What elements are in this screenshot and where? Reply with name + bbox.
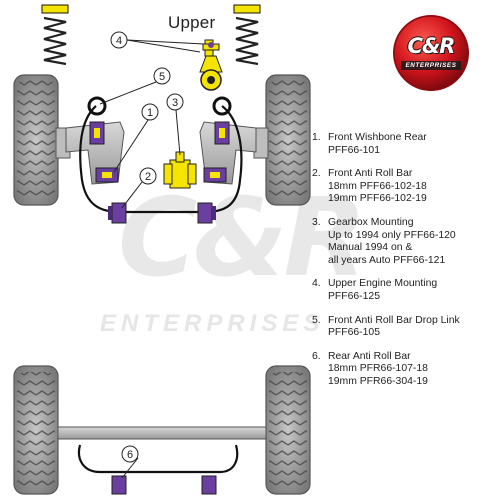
legend-line: 18mm PFR66-107-18 bbox=[328, 363, 428, 375]
legend-line: Front Anti Roll Bar Drop Link bbox=[328, 314, 460, 326]
legend-item: 3. Gearbox Mounting Up to 1994 only PFF6… bbox=[312, 217, 498, 267]
wishbone-bush-left bbox=[89, 121, 119, 183]
legend-line: Front Anti Roll Bar bbox=[328, 168, 413, 180]
legend-line: PFF66-105 bbox=[328, 327, 380, 339]
legend-item: 1. Front Wishbone Rear PFF66-101 bbox=[312, 132, 498, 157]
legend-item: 6. Rear Anti Roll Bar 18mm PFR66-107-18 … bbox=[312, 351, 498, 389]
spring-left bbox=[41, 4, 69, 66]
legend-line: Front Wishbone Rear bbox=[328, 132, 427, 143]
legend-line: Manual 1994 on & bbox=[328, 242, 413, 254]
svg-text:3: 3 bbox=[172, 97, 178, 109]
callout-4: 4 bbox=[110, 31, 205, 53]
legend-number: 3. bbox=[312, 216, 321, 228]
legend-line: Up to 1994 only PFF66-120 bbox=[328, 229, 456, 241]
legend-line: all years Auto PFF66-121 bbox=[328, 254, 446, 266]
brand-logo-roundel bbox=[393, 15, 469, 91]
legend-item: 2. Front Anti Roll Bar 18mm PFF66-102-18… bbox=[312, 168, 498, 206]
gearbox-mount bbox=[163, 151, 197, 189]
svg-text:4: 4 bbox=[116, 35, 122, 47]
legend-number: 1. bbox=[312, 132, 321, 143]
spring-right bbox=[233, 4, 261, 66]
callout-2: 2 bbox=[121, 167, 157, 209]
upper-section-label: Upper bbox=[168, 13, 216, 32]
watermark-text: ENTERPRISES bbox=[100, 310, 325, 337]
legend-number: 4. bbox=[312, 278, 321, 290]
front-tyre-right bbox=[265, 74, 311, 206]
rear-anti-roll-bar bbox=[77, 444, 239, 474]
callout-1: 1 bbox=[113, 103, 159, 173]
svg-text:5: 5 bbox=[159, 71, 165, 83]
front-anti-roll-bar bbox=[79, 105, 243, 214]
legend-line: 19mm PFR66-304-19 bbox=[328, 375, 428, 387]
callout-5: 5 bbox=[99, 67, 171, 105]
legend-number: 6. bbox=[312, 350, 321, 362]
legend-line: Upper Engine Mounting bbox=[328, 278, 438, 290]
legend-line: 18mm PFF66-102-18 bbox=[328, 180, 427, 192]
watermark-logo: C&R bbox=[118, 176, 367, 301]
rear-arb-bush-left bbox=[111, 475, 127, 495]
legend-line: 19mm PFF66-102-19 bbox=[328, 193, 427, 205]
legend-item: 4. Upper Engine Mounting PFF66-125 bbox=[312, 278, 498, 303]
rear-tyre-right bbox=[265, 365, 311, 495]
wishbone-bush-right bbox=[203, 121, 230, 183]
parts-legend: 1. Front Wishbone Rear PFF66-101 2. Fron… bbox=[312, 132, 498, 400]
legend-line: PFF66-101 bbox=[328, 144, 380, 156]
legend-item: 5. Front Anti Roll Bar Drop Link PFF66-1… bbox=[312, 315, 498, 340]
svg-text:2: 2 bbox=[145, 171, 151, 183]
legend-number: 5. bbox=[312, 314, 321, 326]
legend-number: 2. bbox=[312, 168, 321, 180]
brand-logo-subtitle: ENTERPRISES bbox=[405, 62, 457, 69]
svg-text:1: 1 bbox=[147, 107, 153, 119]
brand-logo: C&R ENTERPRISES bbox=[393, 15, 469, 91]
front-tyre-left bbox=[13, 74, 59, 206]
brand-logo-text: C&R bbox=[407, 34, 456, 58]
callout-6: 6 bbox=[121, 445, 139, 479]
svg-text:6: 6 bbox=[127, 449, 133, 461]
legend-line: Gearbox Mounting bbox=[328, 216, 414, 228]
front-arb-bush-right bbox=[197, 202, 216, 224]
rear-arb-bush-right bbox=[201, 475, 217, 495]
rear-axle bbox=[57, 426, 267, 440]
rear-tyre-left bbox=[13, 365, 59, 495]
upper-engine-mount bbox=[199, 39, 223, 91]
callout-3: 3 bbox=[166, 93, 184, 156]
legend-line: Rear Anti Roll Bar bbox=[328, 350, 411, 362]
legend-line: PFF66-125 bbox=[328, 290, 380, 302]
